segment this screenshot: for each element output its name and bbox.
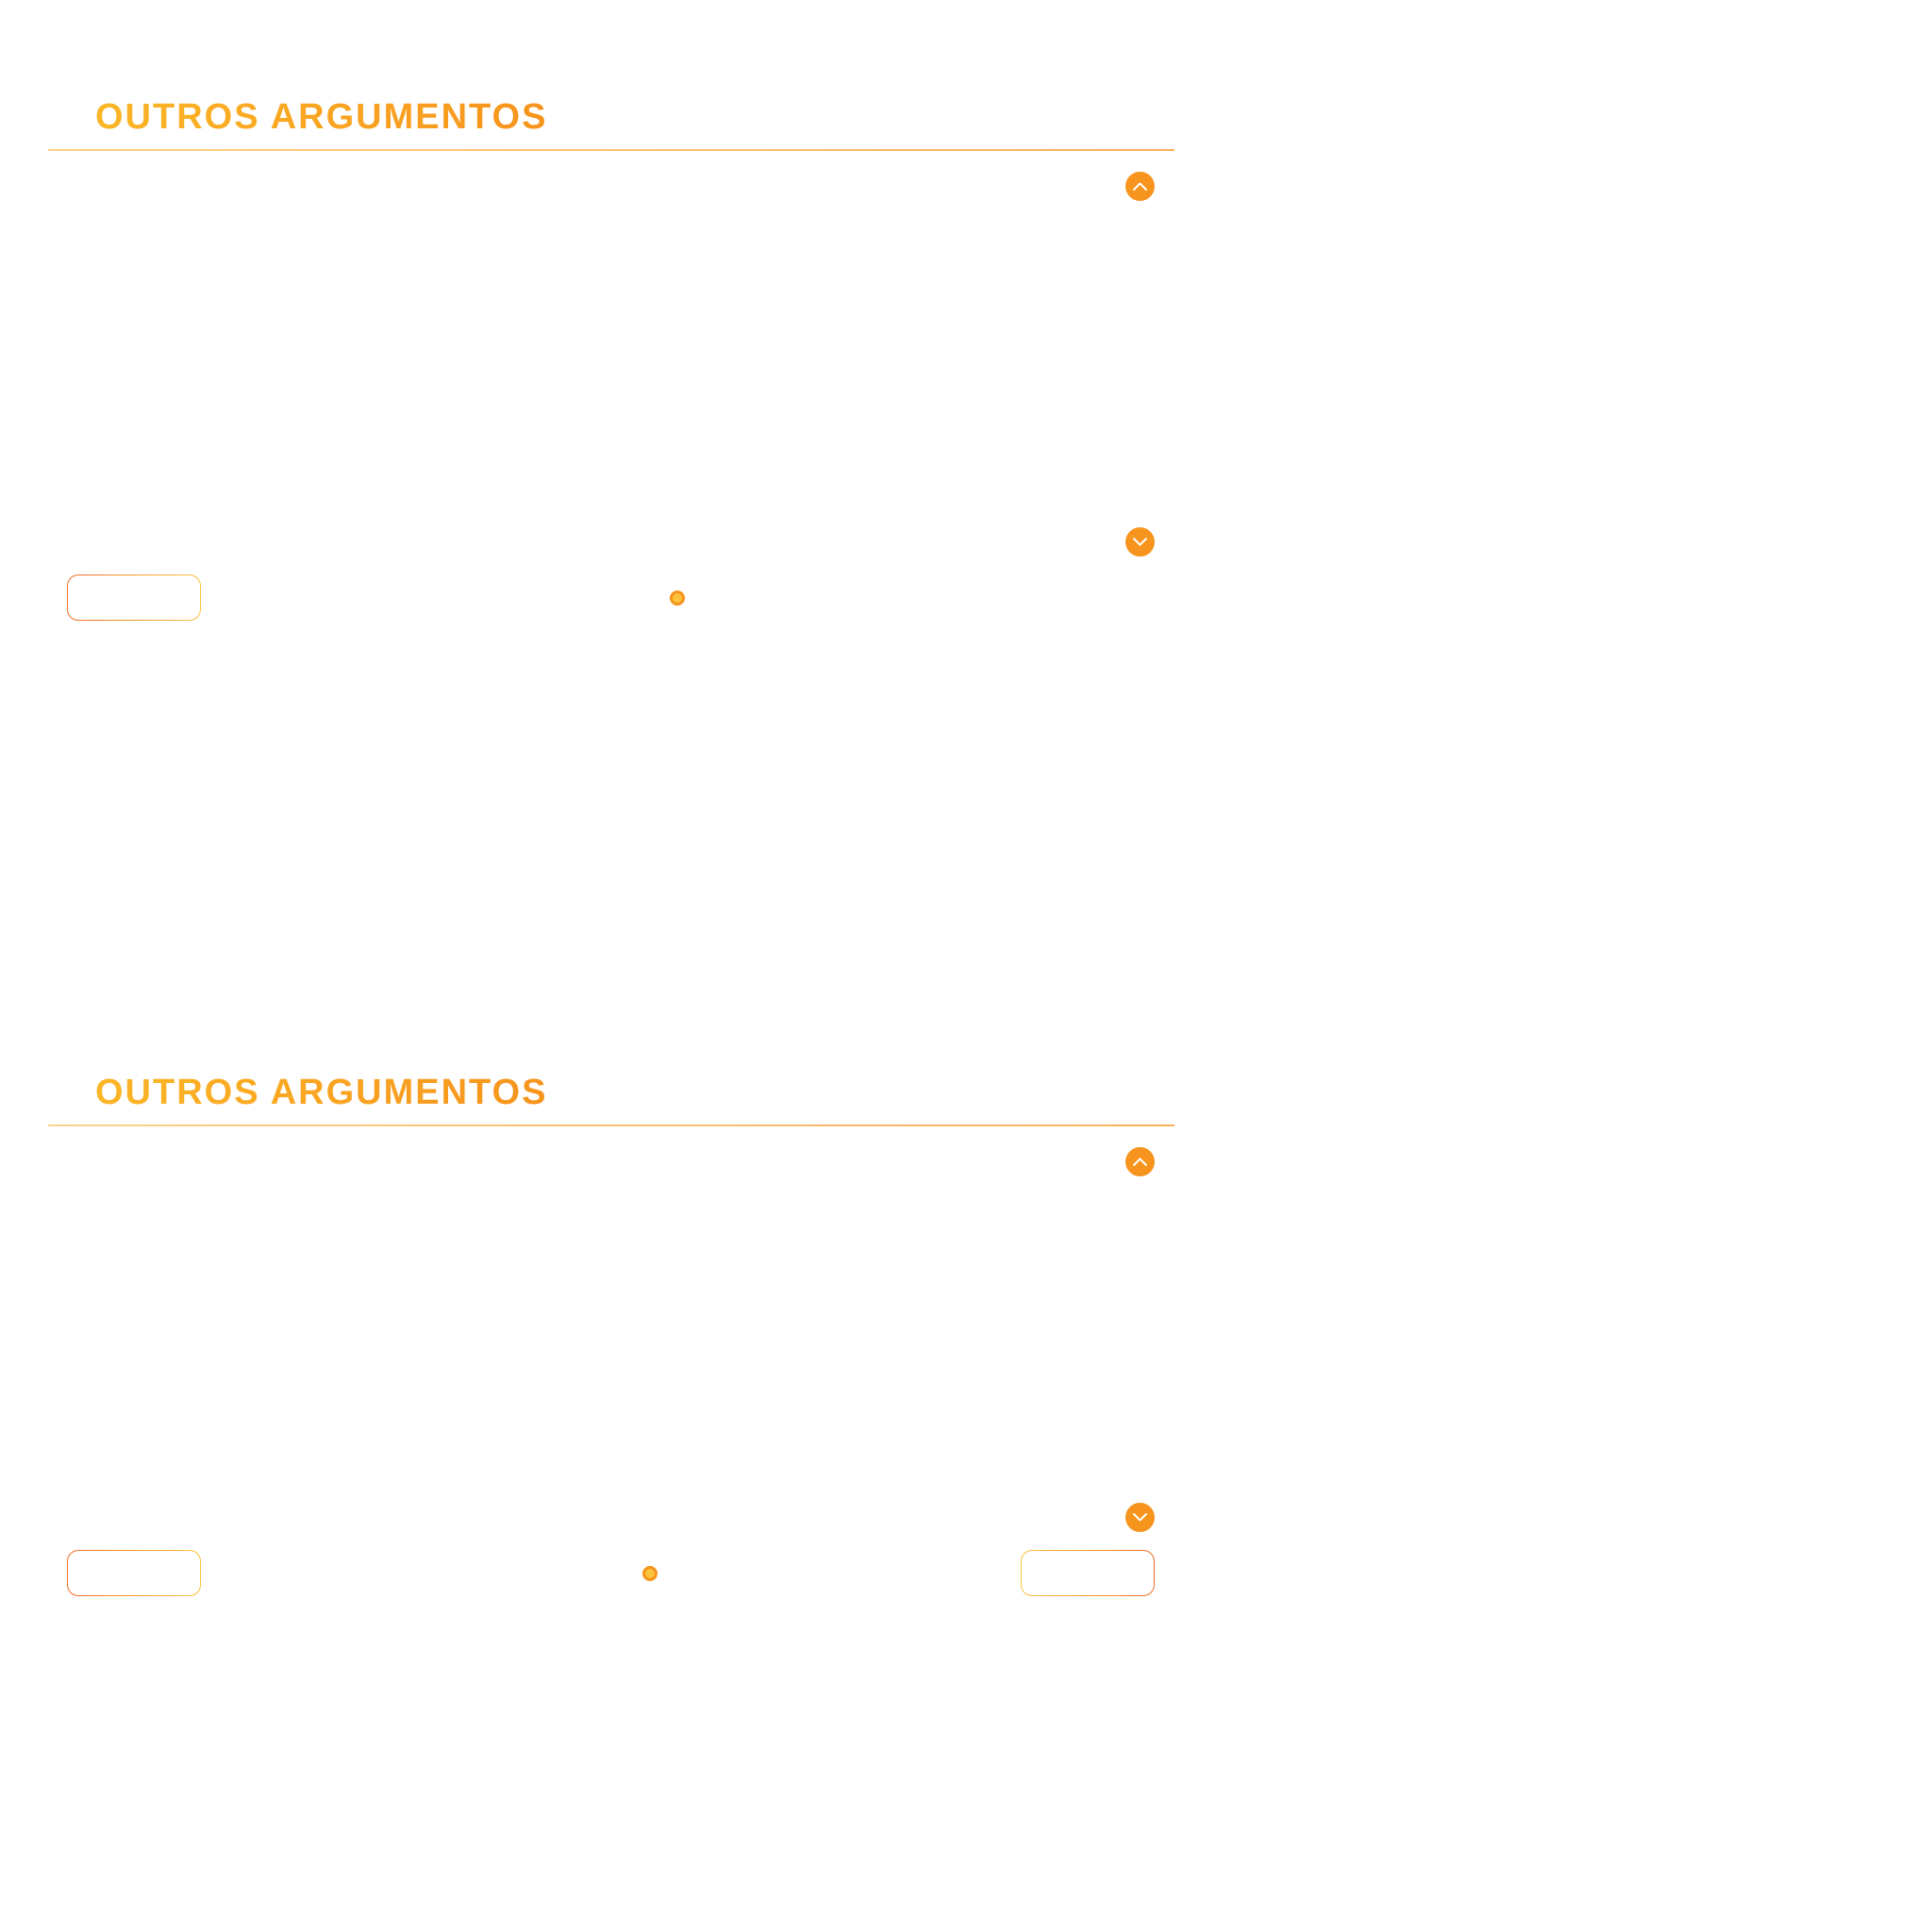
title-divider	[48, 1124, 1174, 1126]
scroll-down-button[interactable]	[1125, 1503, 1155, 1532]
title-divider	[48, 149, 1174, 151]
scroll-up-button[interactable]	[1125, 172, 1155, 201]
previous-button[interactable]	[67, 575, 201, 621]
chevron-down-icon	[1133, 538, 1147, 546]
arguments-content-area[interactable]	[67, 208, 1114, 509]
pagination-dot[interactable]	[642, 1566, 658, 1581]
chevron-up-icon	[1133, 1158, 1147, 1166]
arguments-panel-1: OUTROS ARGUMENTOS	[48, 0, 1174, 620]
panel-title: OUTROS ARGUMENTOS	[95, 1070, 547, 1115]
panel-title: OUTROS ARGUMENTOS	[95, 94, 547, 140]
next-button[interactable]	[1021, 1550, 1155, 1596]
arguments-content-area[interactable]	[67, 1183, 1114, 1485]
chevron-down-icon	[1133, 1513, 1147, 1522]
chevron-up-icon	[1133, 182, 1147, 191]
scroll-up-button[interactable]	[1125, 1147, 1155, 1176]
arguments-panel-2: OUTROS ARGUMENTOS	[48, 975, 1174, 1595]
scroll-down-button[interactable]	[1125, 527, 1155, 557]
pagination-dot[interactable]	[670, 591, 685, 606]
previous-button[interactable]	[67, 1550, 201, 1596]
